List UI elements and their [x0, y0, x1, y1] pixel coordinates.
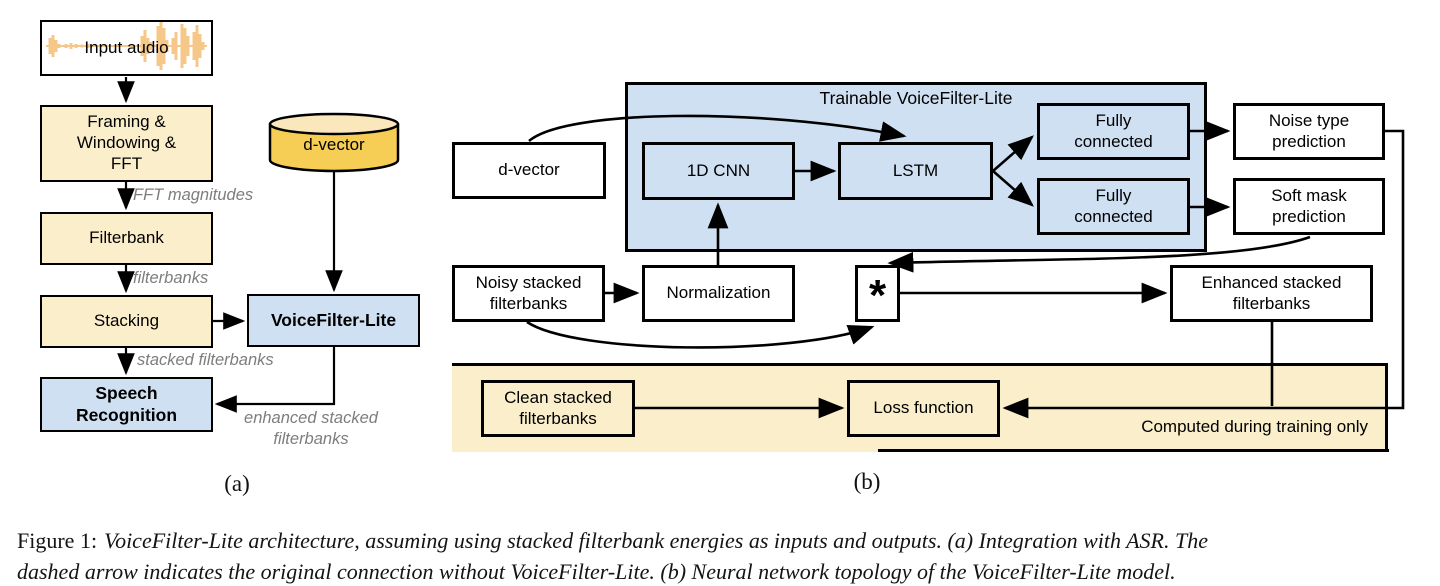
multiply-operator-box: * [855, 265, 900, 322]
arrow-noisy-to-multiply [526, 320, 875, 349]
1d-cnn-box: 1D CNN [642, 142, 795, 200]
loss-function-box: Loss function [847, 380, 1000, 437]
fft-magnitudes-label: FFT magnitudes [133, 186, 254, 204]
soft-mask-prediction-box: Soft mask prediction [1233, 178, 1385, 235]
d-vector-a-label: d-vector [303, 134, 365, 154]
input-audio-box: Input audio [40, 20, 213, 76]
noise-type-prediction-box: Noise type prediction [1233, 103, 1385, 160]
panel-a-label: (a) [224, 471, 250, 496]
voicefilter-lite-box: VoiceFilter-Lite [247, 294, 420, 347]
enhanced-stacked-filterbanks-label: enhanced stacked filterbanks [244, 409, 378, 448]
fully-connected-top-box: Fully connected [1037, 103, 1190, 160]
input-audio-label: Input audio [84, 37, 169, 57]
training-only-region-bottom-border [878, 449, 1389, 452]
waveform-icon [46, 22, 207, 70]
clean-stacked-filterbanks-box: Clean stacked filterbanks [481, 380, 635, 437]
computed-during-training-note: Computed during training only [1141, 417, 1368, 436]
enhanced-stacked-filterbanks-box: Enhanced stacked filterbanks [1170, 265, 1373, 322]
framing-windowing-fft-box: Framing & Windowing & FFT [40, 105, 213, 182]
panel-b-label: (b) [853, 469, 881, 494]
normalization-box: Normalization [642, 265, 795, 322]
figure-caption: Figure 1:VoiceFilter-Lite architecture, … [17, 526, 1431, 586]
stacked-filterbanks-label: stacked filterbanks [137, 351, 274, 369]
filterbank-box: Filterbank [40, 212, 213, 265]
caption-prefix: Figure 1: [17, 528, 98, 553]
caption-line2: dashed arrow indicates the original conn… [17, 558, 1176, 584]
d-vector-b-box: d-vector [452, 142, 606, 199]
stacking-box: Stacking [40, 295, 213, 348]
d-vector-cylinder-icon [268, 112, 400, 173]
trainable-region-title: Trainable VoiceFilter-Lite [819, 88, 1013, 108]
noisy-stacked-filterbanks-box: Noisy stacked filterbanks [452, 265, 605, 322]
speech-recognition-box: Speech Recognition [40, 377, 213, 432]
fully-connected-bottom-box: Fully connected [1037, 178, 1190, 235]
filterbanks-label: filterbanks [133, 269, 209, 287]
lstm-box: LSTM [838, 142, 993, 200]
caption-line1: VoiceFilter-Lite architecture, assuming … [104, 528, 1208, 553]
